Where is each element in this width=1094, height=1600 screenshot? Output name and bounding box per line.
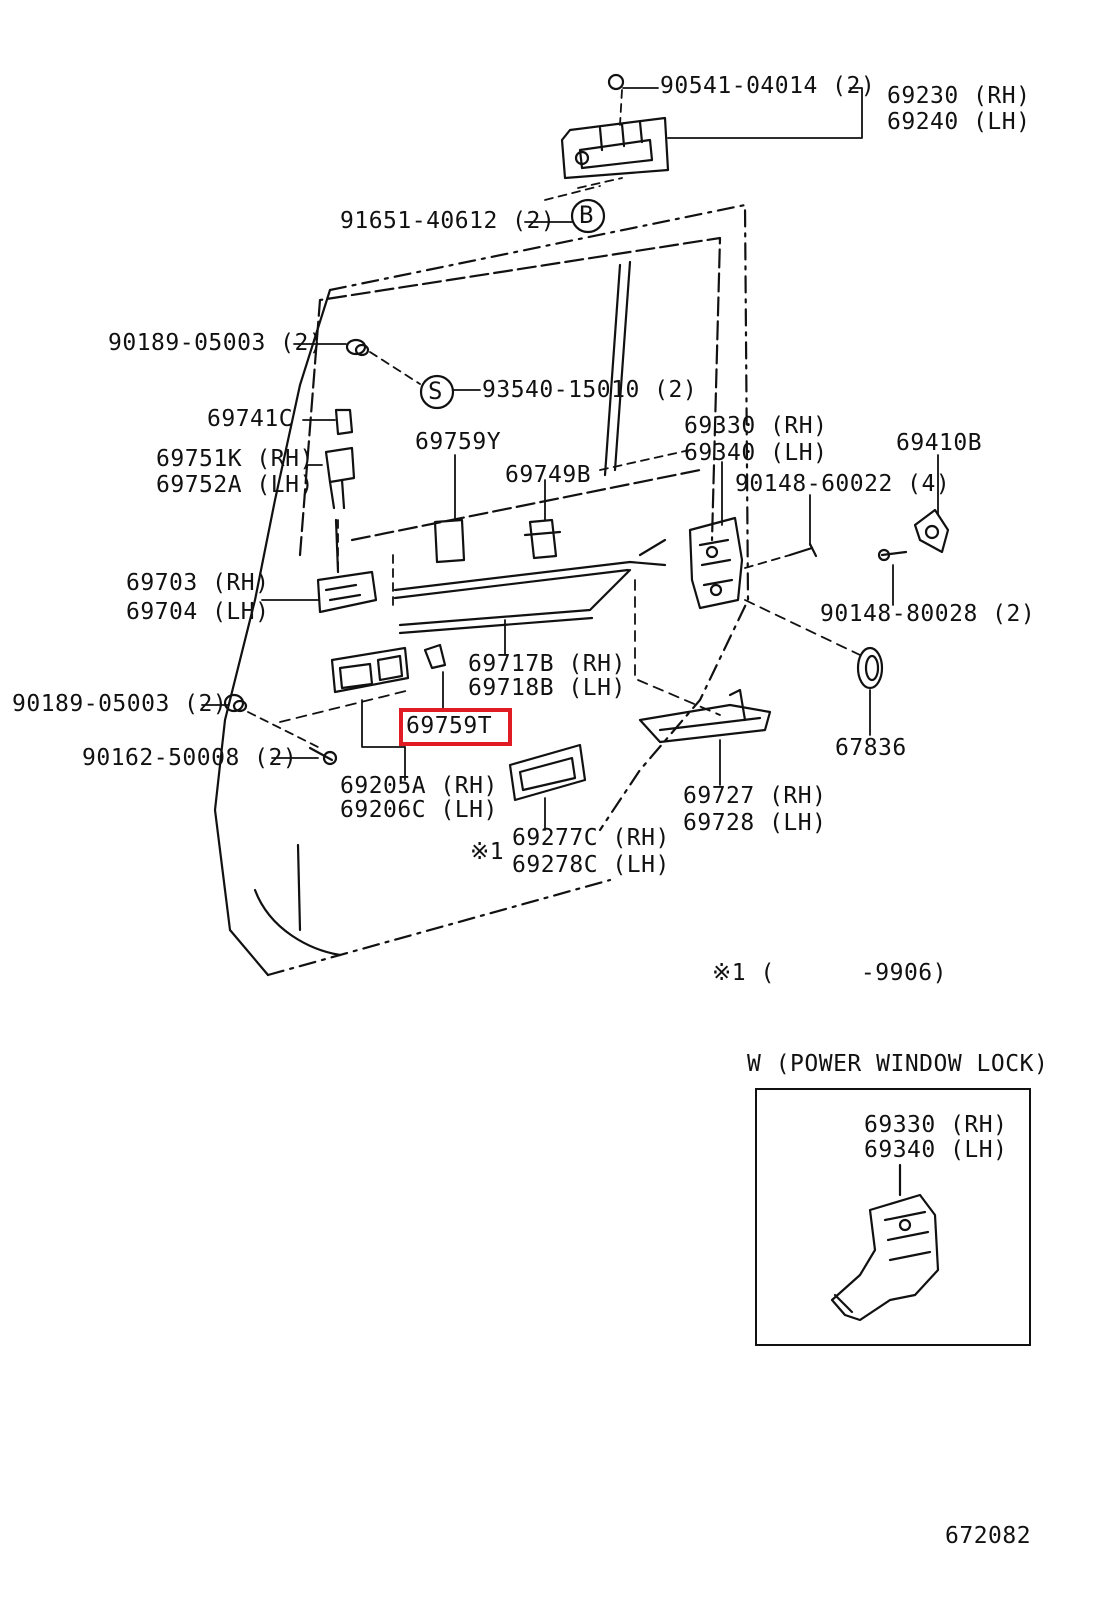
lock-rod-part — [316, 518, 378, 614]
plug-part — [856, 646, 884, 690]
cap-lower-part — [223, 693, 248, 713]
label-69718b-lh: 69718B (LH) — [468, 675, 626, 701]
label-90162-50008: 90162-50008 (2) — [82, 745, 298, 771]
callout-s: S — [428, 377, 443, 405]
label-90189-05003-lower: 90189-05003 (2) — [12, 691, 228, 717]
label-93540-15010: 93540-15010 (2) — [482, 377, 698, 403]
inset-lock-part — [830, 1163, 940, 1322]
label-69205a-rh: 69205A (RH) — [340, 773, 498, 799]
bolt-lower-part — [308, 746, 338, 766]
callout-s-circle — [419, 374, 455, 410]
label-inset-69340-lh: 69340 (LH) — [864, 1137, 1008, 1163]
door-outline — [213, 203, 750, 977]
clip-69749b-part — [523, 518, 562, 560]
striker-part — [913, 508, 950, 554]
label-90189-05003-upper: 90189-05003 (2) — [108, 330, 324, 356]
label-69340-lh: 69340 (LH) — [684, 440, 828, 466]
callout-b-circle — [570, 198, 606, 234]
label-69759y: 69759Y — [415, 429, 502, 455]
label-69330-rh: 69330 (RH) — [684, 413, 828, 439]
clip-69741c-part — [334, 408, 354, 436]
striker-screw-part — [877, 548, 908, 562]
label-90148-60022: 90148-60022 (4) — [735, 471, 951, 497]
footnote: ※1 ( -9906) — [712, 960, 947, 986]
outside-handle-part — [560, 73, 670, 180]
label-69717b-rh: 69717B (RH) — [468, 651, 626, 677]
label-69240-lh: 69240 (LH) — [887, 109, 1031, 135]
label-69759t: 69759T — [406, 713, 493, 739]
label-69749b: 69749B — [505, 462, 592, 488]
lock-knob-part — [324, 446, 356, 510]
label-bezel-note: ※1 — [470, 839, 505, 865]
highlight-box — [399, 708, 512, 746]
label-69230-rh: 69230 (RH) — [887, 83, 1031, 109]
label-69727-rh: 69727 (RH) — [683, 783, 827, 809]
label-67836: 67836 — [835, 735, 907, 761]
label-69728-lh: 69728 (LH) — [683, 810, 827, 836]
callout-b: B — [579, 201, 594, 229]
label-69752a-lh: 69752A (LH) — [156, 472, 314, 498]
remote-control-part — [638, 688, 772, 744]
label-69277c-rh: 69277C (RH) — [512, 825, 670, 851]
label-90148-80028: 90148-80028 (2) — [820, 601, 1036, 627]
inset-frame — [755, 1088, 1031, 1346]
label-69410b: 69410B — [896, 430, 983, 456]
label-69741c: 69741C — [207, 406, 294, 432]
door-lock-part — [688, 516, 744, 610]
bezel-part — [508, 743, 587, 802]
lock-screw-part — [788, 542, 818, 558]
label-69703-rh: 69703 (RH) — [126, 570, 270, 596]
figure-number: 672082 — [945, 1523, 1032, 1549]
label-91651-40612: 91651-40612 (2) — [340, 208, 556, 234]
label-inset-69330-rh: 69330 (RH) — [864, 1112, 1008, 1138]
label-69278c-lh: 69278C (LH) — [512, 852, 670, 878]
rod-cables — [393, 538, 667, 635]
label-69206c-lh: 69206C (LH) — [340, 797, 498, 823]
inset-title: W (POWER WINDOW LOCK) — [747, 1051, 1049, 1077]
label-69751k-rh: 69751K (RH) — [156, 446, 314, 472]
clip-69759y-part — [433, 518, 466, 564]
label-69704-lh: 69704 (LH) — [126, 599, 270, 625]
inside-handle-part — [330, 646, 410, 694]
label-90541-04014: 90541-04014 (2) — [660, 73, 876, 99]
cap-upper-part — [345, 338, 370, 357]
clip-69759t-part — [423, 643, 447, 670]
